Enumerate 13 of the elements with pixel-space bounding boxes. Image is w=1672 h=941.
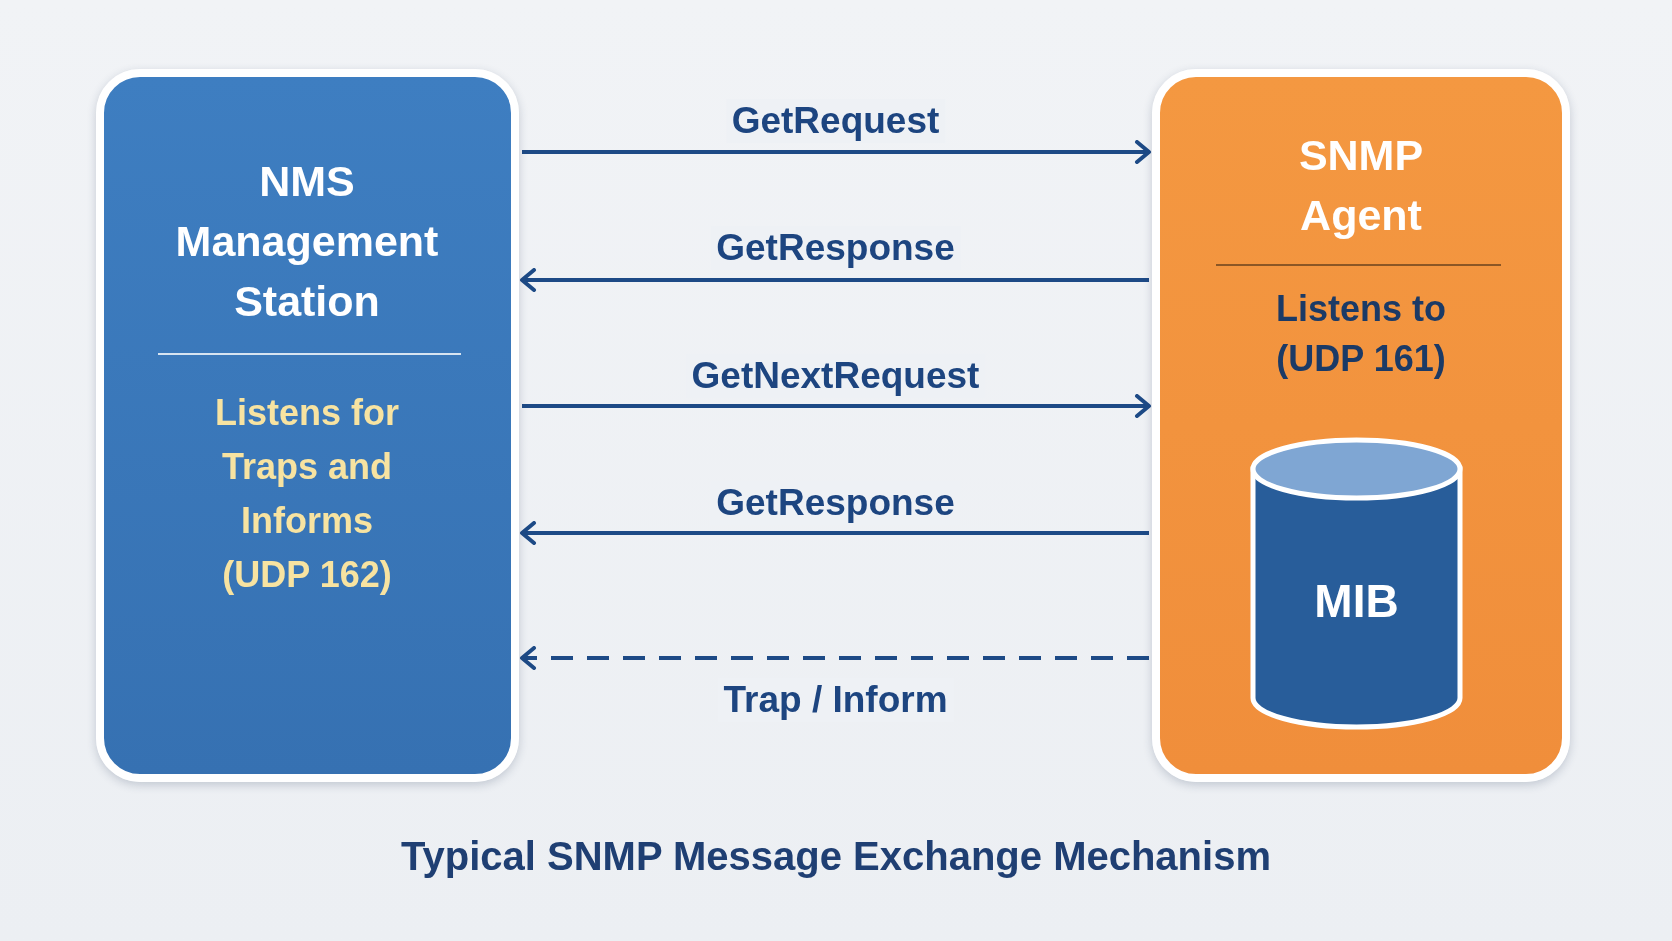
arrow	[522, 394, 1151, 418]
arrow	[520, 521, 1149, 545]
arrow	[522, 140, 1151, 164]
station-panel	[96, 69, 519, 782]
arrow	[520, 268, 1149, 292]
arrow	[520, 646, 1149, 670]
agent-panel	[1152, 69, 1570, 782]
cylinder-label: MIB	[1313, 574, 1400, 629]
panel-heading: SNMP Agent	[1297, 130, 1425, 241]
panel-note: Listens to (UDP 161)	[1275, 287, 1447, 381]
diagram-title: Typical SNMP Message Exchange Mechanism	[400, 833, 1272, 880]
panel-heading: NMS Management Station	[174, 156, 440, 327]
panel-note: Listens for Traps and Informs (UDP 162)	[214, 391, 400, 597]
